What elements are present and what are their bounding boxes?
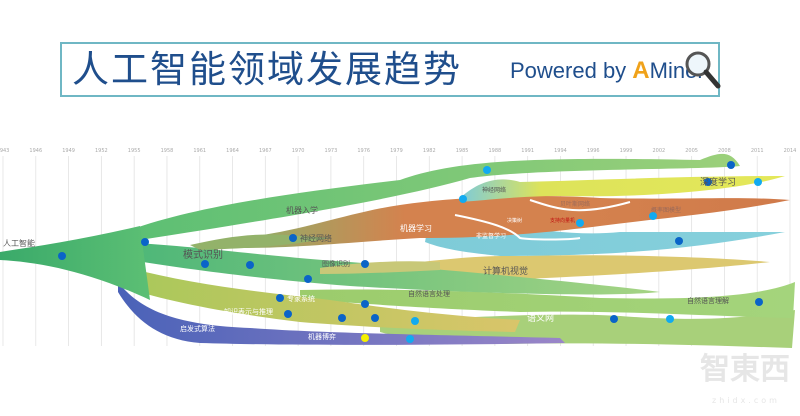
- label-pgm: 概率图模型: [651, 206, 681, 214]
- year-label: 1964: [226, 148, 239, 154]
- milestone-dot[interactable]: [704, 178, 712, 186]
- milestone-dot[interactable]: [361, 334, 369, 342]
- label-neural: 神经网络: [300, 233, 332, 243]
- year-label: 1994: [554, 148, 567, 154]
- magnifier-icon: [685, 51, 721, 89]
- milestone-dot[interactable]: [406, 335, 414, 343]
- label-neural-2: 神经网络: [482, 186, 506, 194]
- label-bayes: 贝叶斯网络: [560, 200, 590, 208]
- year-label: 1991: [521, 148, 534, 154]
- label-nlu: 自然语言理解: [687, 296, 729, 305]
- milestone-dot[interactable]: [284, 310, 292, 318]
- label-knowledge: 知识表示与推理: [224, 307, 273, 316]
- stream-ml: [240, 196, 790, 248]
- stream-heuristic: [118, 282, 565, 345]
- year-label: 1976: [357, 148, 370, 154]
- milestone-dot[interactable]: [201, 260, 209, 268]
- watermark-logo: 智東西: [700, 352, 790, 387]
- year-label: 1982: [423, 148, 436, 154]
- milestones: [58, 161, 763, 343]
- milestone-dot[interactable]: [666, 315, 674, 323]
- page-title: 人工智能领域发展趋势: [72, 48, 462, 91]
- watermark-url: zhidx.com: [712, 396, 780, 405]
- milestone-dot[interactable]: [276, 294, 284, 302]
- milestone-dot[interactable]: [141, 238, 149, 246]
- label-cv: 计算机视觉: [483, 265, 528, 277]
- powered-by: Powered by AMiner: [510, 58, 705, 84]
- milestone-dot[interactable]: [338, 314, 346, 322]
- stream-tree-gap: [454, 214, 581, 241]
- brand-a: A: [632, 57, 650, 84]
- stream-expert-knowledge: [118, 265, 520, 332]
- milestone-dot[interactable]: [755, 298, 763, 306]
- powered-prefix: Powered by: [510, 58, 633, 83]
- milestone-dot[interactable]: [58, 252, 66, 260]
- milestone-dot[interactable]: [675, 237, 683, 245]
- year-label: 1973: [325, 148, 338, 154]
- milestone-dot[interactable]: [361, 300, 369, 308]
- label-ml: 机器学习: [400, 223, 432, 233]
- year-label: 1958: [161, 148, 174, 154]
- milestone-dot[interactable]: [246, 261, 254, 269]
- label-unsupervised: 非监督学习: [476, 232, 506, 240]
- label-nlp: 自然语言处理: [408, 289, 450, 298]
- milestone-dot[interactable]: [289, 234, 297, 242]
- label-games: 机器博弈: [308, 332, 336, 341]
- label-svm: 支持向量机: [550, 217, 575, 224]
- label-semantic: 语义网: [527, 313, 554, 324]
- stream-nlp: [300, 282, 795, 318]
- year-label: 1943: [0, 148, 9, 154]
- milestone-dot[interactable]: [576, 219, 584, 227]
- year-label: 2002: [652, 148, 665, 154]
- label-deep: 深度学习: [700, 176, 736, 188]
- year-label: 1979: [390, 148, 403, 154]
- year-label: 1961: [193, 148, 206, 154]
- year-label: 2008: [718, 148, 731, 154]
- label-heuristic: 启发式算法: [180, 324, 215, 333]
- milestone-dot[interactable]: [754, 178, 762, 186]
- milestone-dot[interactable]: [610, 315, 618, 323]
- year-label: 1949: [62, 148, 75, 154]
- year-label: 1955: [128, 148, 141, 154]
- milestone-dot[interactable]: [371, 314, 379, 322]
- year-label: 1967: [259, 148, 272, 154]
- year-label: 1996: [587, 148, 600, 154]
- label-image: 图像识别: [322, 259, 350, 268]
- milestone-dot[interactable]: [459, 195, 467, 203]
- label-tree: 决策树: [507, 217, 522, 224]
- year-label: 1952: [95, 148, 108, 154]
- year-label: 1988: [489, 148, 502, 154]
- year-label: 1946: [29, 148, 42, 154]
- milestone-dot[interactable]: [649, 212, 657, 220]
- label-pattern: 模式识别: [183, 248, 223, 261]
- year-label: 1985: [456, 148, 469, 154]
- label-expert: 专家系统: [287, 294, 315, 303]
- year-label: 2011: [751, 148, 764, 154]
- milestone-dot[interactable]: [361, 260, 369, 268]
- year-label: 2005: [685, 148, 698, 154]
- stream-unsupervised: [425, 215, 785, 256]
- milestone-dot[interactable]: [304, 275, 312, 283]
- stream-deep: [460, 176, 785, 202]
- stream-robotics: [130, 153, 740, 240]
- stream-root: [0, 226, 150, 300]
- milestone-dot[interactable]: [727, 161, 735, 169]
- stream-image: [320, 261, 440, 274]
- year-label: 2014: [784, 148, 797, 154]
- label-root: 人工智能: [3, 238, 35, 248]
- milestone-dot[interactable]: [483, 166, 491, 174]
- label-robotics: 机器入学: [286, 205, 318, 215]
- year-label: 1970: [292, 148, 305, 154]
- title-box: 人工智能领域发展趋势 Powered by AMiner: [60, 42, 721, 97]
- milestone-dot[interactable]: [411, 317, 419, 325]
- year-label: 1999: [620, 148, 633, 154]
- stream-svm-gap: [529, 199, 631, 212]
